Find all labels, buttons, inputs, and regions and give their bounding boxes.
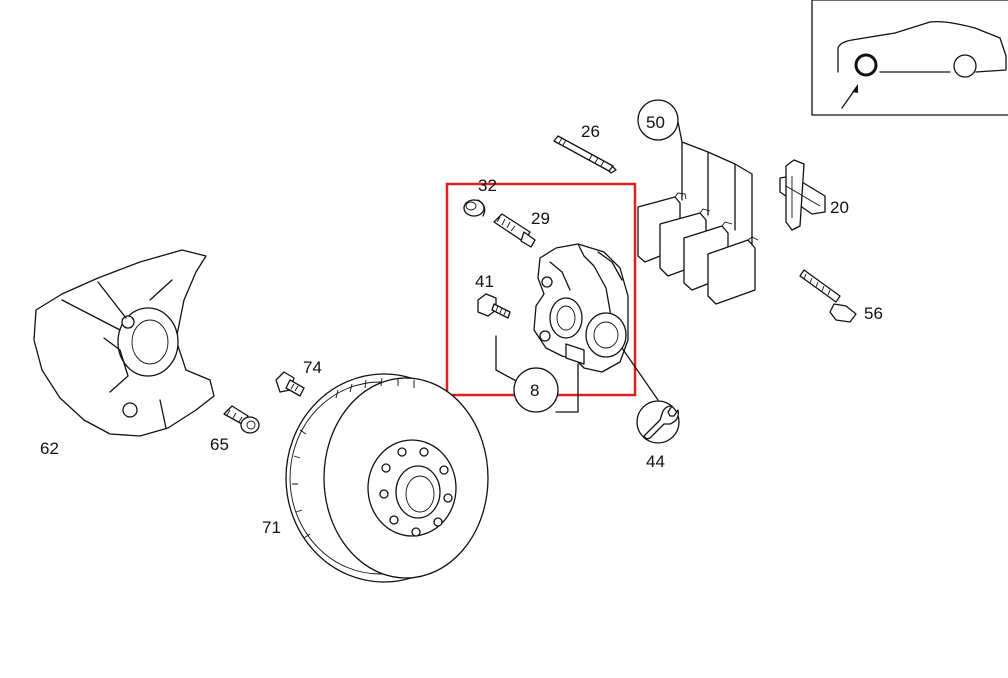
label-26: 26 [581, 122, 600, 141]
part-32-bleed-cap [463, 199, 486, 217]
label-20: 20 [830, 198, 849, 217]
label-50: 50 [646, 113, 665, 132]
brake-caliper [533, 243, 629, 373]
part-74-bolt [275, 371, 305, 397]
part-50-brake-pads [637, 99, 759, 305]
label-32: 32 [478, 176, 497, 195]
label-44: 44 [646, 452, 665, 471]
label-65: 65 [210, 435, 229, 454]
car-location-icon [811, 0, 1008, 116]
part-8-callout [495, 335, 579, 413]
label-8: 8 [530, 381, 539, 400]
label-29: 29 [531, 209, 550, 228]
label-74: 74 [303, 358, 322, 377]
label-71: 71 [262, 518, 281, 537]
part-71-brake-disc [285, 373, 489, 583]
part-26-guide-pin [553, 135, 617, 174]
part-29-bleed-screw [493, 213, 536, 248]
part-44-tool-callout [621, 347, 680, 444]
part-65-bolt [223, 405, 260, 434]
part-56-wear-sensor [799, 269, 857, 323]
part-20-spring-clip [779, 159, 826, 231]
wrench-icon [643, 405, 679, 440]
part-62-dust-shield [33, 249, 215, 437]
part-41-caliper-bolt [477, 293, 511, 319]
label-62: 62 [40, 439, 59, 458]
label-41: 41 [475, 272, 494, 291]
label-56: 56 [864, 304, 883, 323]
